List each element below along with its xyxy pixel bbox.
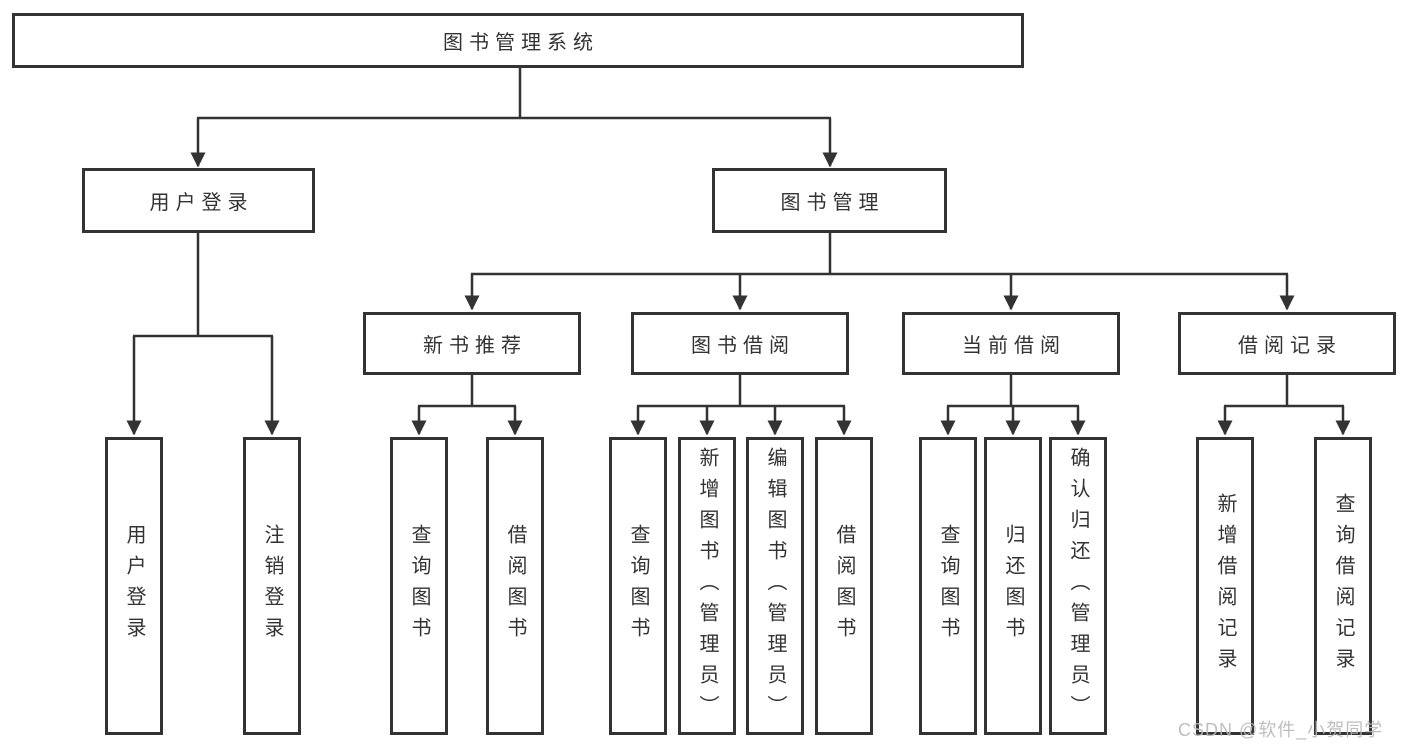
node-current-borrowing: 当前借阅	[902, 312, 1120, 375]
leaf-query-books-recommend: 查询图书	[390, 437, 448, 735]
node-library-management-system: 图书管理系统	[12, 13, 1024, 68]
node-book-borrowing: 图书借阅	[631, 312, 849, 375]
leaf-add-borrow-record: 新增借阅记录	[1196, 437, 1254, 735]
leaf-borrow-books-recommend: 借阅图书	[486, 437, 544, 735]
node-borrowing-records: 借阅记录	[1178, 312, 1396, 375]
leaf-return-books: 归还图书	[984, 437, 1042, 735]
node-new-book-recommendation: 新书推荐	[363, 312, 581, 375]
node-user-login: 用户登录	[82, 168, 315, 233]
node-book-management: 图书管理	[712, 168, 947, 233]
leaf-query-borrow-record: 查询借阅记录	[1314, 437, 1372, 735]
leaf-edit-books-admin: 编辑图书（管理员）	[746, 437, 804, 735]
leaf-borrow-books-borrowing: 借阅图书	[815, 437, 873, 735]
leaf-user-login: 用户登录	[105, 437, 163, 735]
leaf-query-books-borrowing: 查询图书	[609, 437, 667, 735]
leaf-query-books-current: 查询图书	[919, 437, 977, 735]
leaf-logout: 注销登录	[243, 437, 301, 735]
watermark-csdn: CSDN @软件_小贺同学	[1178, 720, 1384, 740]
leaf-confirm-return-admin: 确认归还（管理员）	[1049, 437, 1107, 735]
leaf-add-books-admin: 新增图书（管理员）	[678, 437, 736, 735]
